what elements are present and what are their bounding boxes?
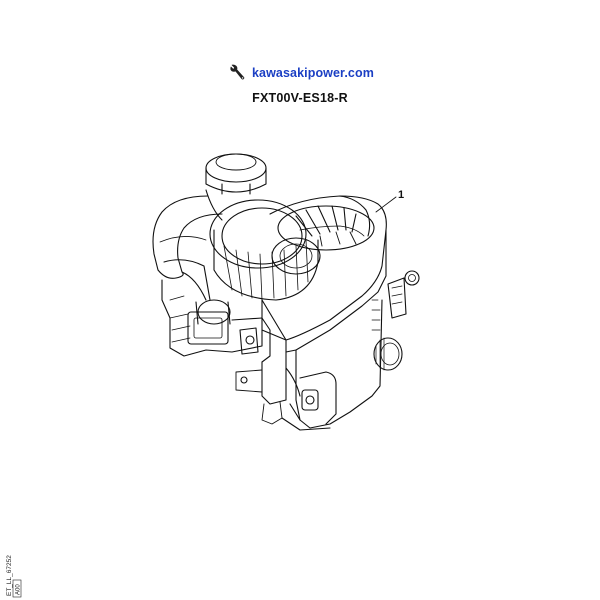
drawing-reference-code: ET_LL_67252 A00 [2,540,24,598]
model-code: FXT00V-ES18-R [252,91,348,105]
wrench-icon [230,64,245,80]
intake-elbow [152,195,231,325]
engine-shroud [261,195,387,429]
crankcase [281,367,337,431]
reference-line-2: A00 [16,584,22,595]
right-side-components [371,270,420,371]
engine-left-block [161,279,287,425]
air-filter-housing [205,153,321,301]
reference-line-1: ET_LL_67252 [6,555,13,596]
callout-label: 1 [398,189,405,201]
brand-header[interactable]: kawasakipower.com [228,62,374,84]
callout-leader-line [375,196,397,213]
reference-line-2-box [12,579,22,598]
brand-link[interactable]: kawasakipower.com [252,66,374,80]
